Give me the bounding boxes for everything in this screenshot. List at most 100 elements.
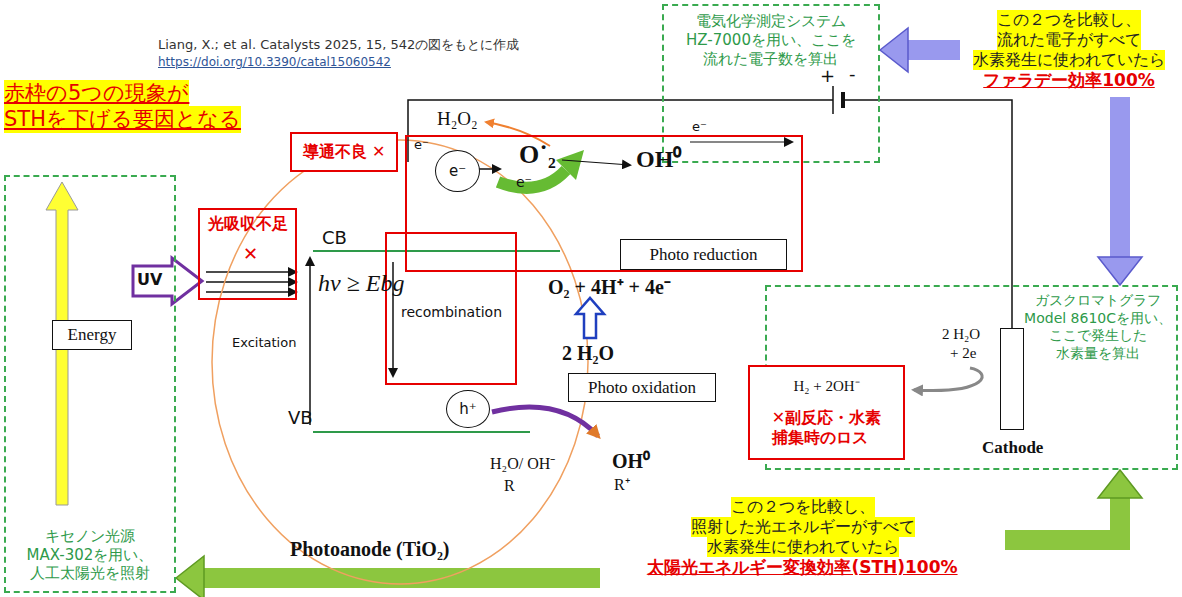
text-line: 人工太陽光を照射 (30, 564, 150, 583)
node-text: H₂ + 2OH⁻ (793, 377, 859, 396)
node-text: この２つを比較し、 流れた電子がすべて 水素発生に使われていたら (973, 10, 1165, 70)
process-box: Photo reduction (620, 239, 787, 270)
photoanode-circle (212, 140, 588, 584)
arrow-head (1098, 470, 1142, 498)
node-text: 太陽光エネルギー変換効率(STH)100% (647, 557, 957, 578)
arrow-head (1098, 257, 1142, 285)
block-arrow (880, 28, 960, 72)
text-line: ここで発生した (1049, 327, 1147, 345)
band-label: VB (288, 408, 313, 429)
text-line: この２つを比較し、 (731, 497, 875, 517)
excitation-arrow (309, 258, 311, 425)
node-text: キセノン光源 MAX-302を用い、 人工太陽光を照射 (27, 527, 154, 583)
electron-arrow (479, 168, 500, 170)
node-text: 赤枠の5つの現象が STHを下げる要因となる (4, 80, 241, 133)
block-arrow (1098, 97, 1142, 285)
terminal-label: + (820, 66, 835, 87)
electron-label: e⁻ (516, 174, 532, 190)
text-line: 水素発生に使われていたら (973, 50, 1165, 70)
process-label: Excitation (232, 336, 296, 351)
process-box: Photo oxidation (568, 373, 716, 402)
chemical-label: OH⁰ (636, 146, 681, 174)
electron-circle: e⁻ (435, 150, 480, 192)
circuit-wire (408, 86, 1012, 328)
node-text: ✕副反応・水素 捕集時のロス (772, 408, 881, 448)
chemical-label: H₂O/ OH⁻ (490, 455, 555, 473)
text-line: 捕集時のロス (772, 428, 868, 448)
formula-label: hν ≥ Ebg (318, 270, 404, 298)
text-line: MAX-302を用い、 (27, 546, 154, 565)
arrow-shaft (202, 568, 600, 588)
radical-arrow (562, 160, 630, 165)
text-line: 電気化学測定システム (696, 12, 846, 31)
node-text: Photo oxidation (588, 377, 696, 398)
cb-line (313, 250, 560, 252)
node-text: recombination (401, 304, 502, 322)
part-label: Photoanode (TiO₂) (290, 538, 450, 561)
text-line: STHを下げる要因となる (4, 106, 241, 132)
oxidation-arrow (492, 407, 598, 436)
loss-box: 導通不良 ✕ (290, 132, 398, 172)
text-line: HZ-7000を用い、ここを (686, 31, 856, 50)
chemical-label: H₂O₂ (437, 108, 478, 130)
arrow-head (176, 556, 204, 597)
chemical-label: 2 H₂O (942, 326, 980, 343)
text-line: Model 8610Cを用い、 (1024, 310, 1172, 328)
current-arrow (690, 141, 792, 142)
text-line: 流れた電子がすべて (997, 30, 1141, 50)
energy-box: Energy (52, 320, 132, 350)
text-line: 水素量を算出 (1056, 345, 1140, 363)
band-label: CB (322, 228, 347, 249)
loss-box: recombination (385, 232, 517, 385)
cross-mark: ✕ (243, 244, 258, 265)
text-line: この２つを比較し、 (997, 10, 1141, 30)
uv-arrow (133, 258, 202, 304)
note-highlight: この２つを比較し、 照射した光エネルギーがすべて 水素発生に使われていたら太陽光… (600, 482, 1005, 593)
text-line: キセノン光源 (45, 527, 135, 546)
url: https://doi.org/10.3390/catal15060542 (158, 56, 391, 70)
block-arrow (1005, 470, 1142, 540)
block-arrow (176, 556, 600, 597)
reduction-arrow-head (556, 150, 584, 180)
node-text: この２つを比較し、 照射した光エネルギーがすべて 水素発生に使われていたら (691, 497, 915, 557)
text-line: ガスクロマトグラフ (1035, 292, 1161, 310)
electron-label: e⁻ (692, 120, 707, 135)
citation: Liang, X.; et al. Catalysts 2025, 15, 54… (158, 38, 519, 53)
arrow-shaft (906, 40, 960, 60)
light-source-box: キセノン光源 MAX-302を用い、 人工太陽光を照射 Energy (4, 175, 176, 593)
terminal-label: - (849, 64, 856, 85)
node-text: 電気化学測定システム HZ-7000を用い、ここを 流れた電子数を算出 (686, 12, 856, 68)
node-text: Photo reduction (649, 244, 757, 265)
chemical-label: OH⁰ (612, 450, 650, 473)
loss-box: H₂ + 2OH⁻ ✕副反応・水素 捕集時のロス (748, 365, 905, 460)
node-text: ファラデー効率100% (983, 70, 1155, 91)
chemical-label: 2 H₂O (562, 342, 614, 365)
arrow-head (880, 28, 908, 72)
cathode-reaction-arrow (914, 368, 982, 390)
text-line: 照射した光エネルギーがすべて (691, 517, 915, 537)
chemical-label: + 2e (950, 345, 976, 362)
loss-region: O˙₂ e⁻ Photo reduction (405, 135, 803, 272)
arrow-shaft (1005, 496, 1120, 540)
hole-circle: h⁺ (446, 390, 490, 428)
water-arrow (576, 298, 604, 338)
node-text: e⁻ (449, 162, 466, 181)
chemical-label: R (504, 477, 515, 495)
node-text: Cathode (982, 437, 1043, 458)
vb-line (313, 431, 530, 433)
node-text: 導通不良 ✕ (303, 142, 386, 162)
node-text: Energy (68, 324, 117, 345)
light-label: UV (137, 271, 162, 289)
arrow-shaft (1110, 97, 1130, 259)
node-text: 光吸収不足 (208, 214, 288, 234)
note-highlight: 赤枠の5つの現象が STHを下げる要因となる (4, 80, 241, 133)
text-line: 赤枠の5つの現象が (4, 80, 189, 106)
node-text: O˙₂ (519, 139, 556, 172)
text-line: ✕副反応・水素 (772, 408, 881, 428)
chemical-label: R⁺ (614, 476, 630, 494)
electron-label: e⁻ (414, 138, 429, 153)
equation-label: O₂ + 4H⁺ + 4e⁻ (548, 276, 671, 299)
note-highlight: この２つを比較し、 流れた電子がすべて 水素発生に使われていたらファラデー効率1… (960, 4, 1178, 97)
cathode-electrode: Cathode (1000, 328, 1024, 430)
node-text: ガスクロマトグラフ Model 8610Cを用い、 ここで発生した 水素量を算出 (1024, 292, 1172, 362)
